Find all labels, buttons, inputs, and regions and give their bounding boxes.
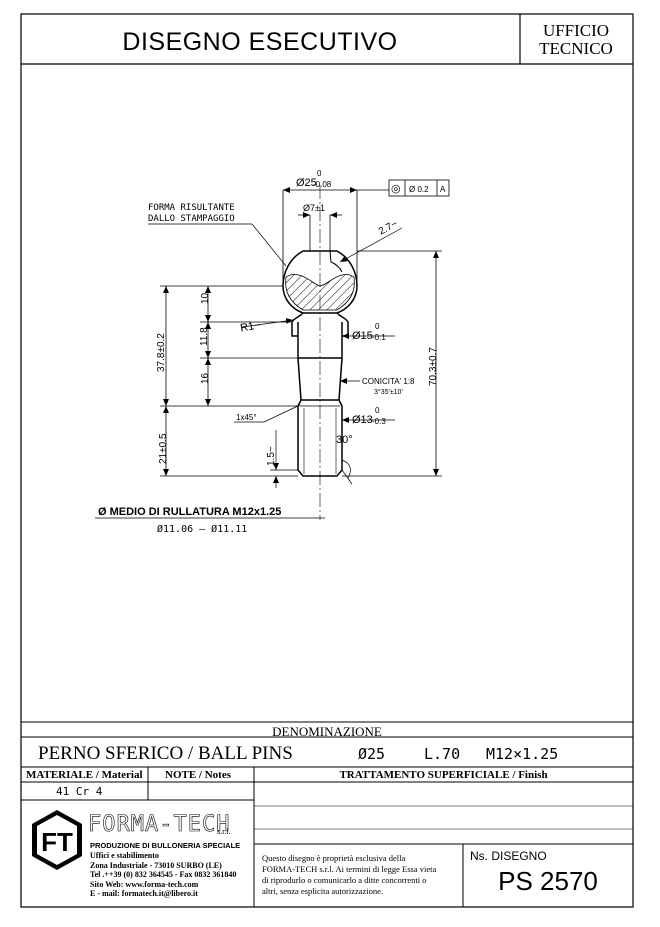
dim-shaft13-text: Ø13 (352, 414, 373, 426)
dim-ball-diameter-text: Ø25 (296, 177, 317, 189)
dim-radius-top-leader (339, 227, 403, 263)
part-name: PERNO SFERICO / BALL PINS (38, 743, 293, 764)
legal-line: di riprodurlo o comunicarlo a ditte conc… (262, 875, 427, 885)
dim-r1-leader (241, 317, 294, 328)
note-forma-line-2: DALLO STAMPAGGIO (148, 214, 235, 224)
dim-angle-arc (341, 459, 351, 479)
material-label: MATERIALE / Material (26, 769, 143, 781)
dim-70-3-text: 70.3±0.7 (428, 347, 439, 386)
gdt-frame (388, 179, 450, 197)
conicity-text-1: CONICITA' 1:8 (362, 377, 415, 386)
dim-ball-tol-upper: 0 (317, 169, 322, 178)
gdt-tolerance: Ø 0.2 (409, 185, 429, 194)
technical-drawing: Ø25 0 -0.08 ◎ Ø 0.2 A FORMA RISULTANTE D… (95, 169, 450, 535)
company-tagline: PRODUZIONE DI BULLONERIA SPECIALE (90, 841, 241, 850)
dim-shaft15-tol-lower: -0.1 (372, 333, 386, 342)
part-spec-diameter: Ø25 (358, 745, 386, 763)
dim-shaft13-tol-lower: -0.3 (372, 417, 386, 426)
part-spec-length: L.70 (424, 745, 461, 763)
company-logo-letters: FT (41, 827, 73, 857)
conicity-text-2: 3°35'±10' (374, 388, 403, 396)
dim-shaft15-text: Ø15 (352, 330, 373, 342)
legal-line: Questo disegno è proprietà esclusiva del… (262, 853, 406, 863)
dim-ball-tol-lower: -0.08 (313, 180, 332, 189)
dim-shaft13-tol-upper: 0 (375, 406, 380, 415)
part-spec-thread: M12×1.25 (486, 745, 559, 763)
company-address-line: Zona Industriale - 73010 SURBO (LE) (90, 860, 222, 870)
dim-overall-length (342, 250, 442, 477)
drawing-title: DISEGNO ESECUTIVO (122, 28, 398, 56)
note-forma-line-1: FORMA RISULTANTE (148, 203, 235, 213)
dim-21-text: 21±0.5 (158, 433, 169, 464)
company-suffix: s.r.l. (217, 827, 231, 836)
company-address-line: E - mail: formatech.it@libero.it (90, 889, 198, 898)
drawing-number-label: Ns. DISEGNO (470, 849, 547, 863)
denominazione-label: DENOMINAZIONE (272, 724, 382, 739)
rolling-range: Ø11.06 – Ø11.11 (157, 523, 247, 535)
company-name: FORMA-TECH (88, 812, 231, 838)
dim-11-8-text: 11.8 (199, 327, 210, 346)
company-address: Uffici e stabilimento Zona Industriale -… (90, 851, 236, 899)
company-logo-icon: FT (32, 810, 82, 870)
department-label: UFFICIO TECNICO (520, 22, 632, 58)
dim-37-8-text: 37.8±0.2 (156, 333, 167, 372)
dim-1-5 (270, 430, 298, 488)
legal-line: FORMA-TECH s.r.l. Ai termini di legge Es… (262, 864, 437, 874)
dim-chamfer-leader (234, 404, 301, 423)
dim-hole (298, 212, 342, 251)
legal-line: altri, senza esplicita autorizzazione. (262, 886, 384, 896)
dim-angle-text: 30° (336, 434, 353, 446)
dim-chamfer-text: 1x45° (236, 413, 257, 422)
material-value: 41 Cr 4 (56, 785, 103, 798)
dim-ball-diameter (282, 187, 389, 283)
dim-1-5-text: 1.5~ (266, 446, 277, 466)
dim-r1-text: R1~ (239, 319, 261, 334)
dim-hole-text: Ø7±1 (303, 203, 325, 213)
dim-shaft15-tol-upper: 0 (375, 322, 380, 331)
department-line-2: TECNICO (539, 39, 613, 58)
dim-radius-top-text: 2.7~ (377, 218, 400, 237)
rolling-label: Ø MEDIO DI RULLATURA M12x1.25 (98, 506, 281, 518)
notes-label: NOTE / Notes (165, 769, 231, 781)
note-forma-leader (148, 223, 287, 267)
finish-label: TRATTAMENTO SUPERFICIALE / Finish (339, 769, 548, 781)
dim-stack-left (160, 285, 298, 477)
gdt-concentricity-icon: ◎ (391, 183, 401, 195)
hatched-section (285, 274, 355, 311)
legal-notice: Questo disegno è proprietà esclusiva del… (262, 853, 462, 897)
gdt-datum: A (440, 185, 446, 194)
drawing-number: PS 2570 (498, 866, 598, 896)
department-line-1: UFFICIO (542, 21, 610, 40)
company-address-line: Tel .++39 (0) 832 364545 - Fax 0832 3618… (90, 870, 237, 879)
dim-16-text: 16 (200, 372, 211, 384)
dim-10-text: 10 (200, 292, 211, 304)
company-address-line: Sito Web: www.forma-tech.com (90, 879, 199, 889)
company-address-line: Uffici e stabilimento (90, 851, 159, 860)
